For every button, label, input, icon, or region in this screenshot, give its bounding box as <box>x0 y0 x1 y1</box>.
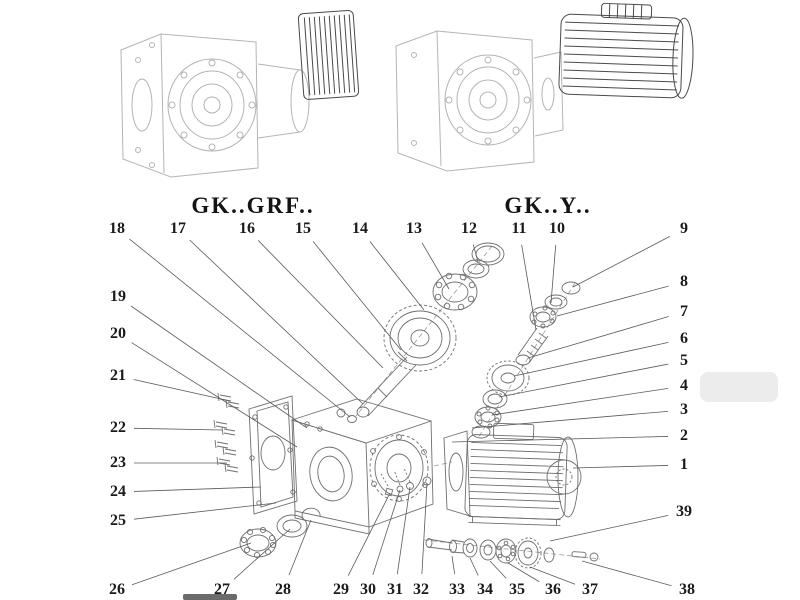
callout-27: 27 <box>214 581 230 598</box>
callout-37: 37 <box>582 581 598 598</box>
callout-22: 22 <box>110 419 126 436</box>
motor-isometric-right <box>558 2 694 99</box>
model-label-right: GK..Y.. <box>504 193 592 218</box>
output-bearing-parts <box>239 507 321 559</box>
callout-9: 9 <box>680 220 688 237</box>
output-shaft-assembly <box>425 537 599 569</box>
input-gear-assembly <box>347 242 505 423</box>
callout-26: 26 <box>109 581 125 598</box>
callout-19: 19 <box>110 288 126 305</box>
watermark-fragment <box>183 594 237 600</box>
callout-31: 31 <box>387 581 403 598</box>
watermark-smudge <box>700 372 778 402</box>
output-flange-and-bolts <box>213 392 298 515</box>
callout-20: 20 <box>110 325 126 342</box>
callout-5: 5 <box>680 352 688 369</box>
gearbox-isometric-left <box>120 33 310 178</box>
callout-32: 32 <box>413 581 429 598</box>
gearbox-housing <box>290 398 434 535</box>
callout-2: 2 <box>680 427 688 444</box>
callout-23: 23 <box>110 454 126 471</box>
callout-11: 11 <box>511 220 527 237</box>
model-label-left: GK..GRF.. <box>191 193 315 218</box>
callout-25: 25 <box>110 512 126 529</box>
callout-12: 12 <box>461 220 477 237</box>
callout-36: 36 <box>545 581 561 598</box>
callout-24: 24 <box>110 483 126 500</box>
callout-38: 38 <box>679 581 695 598</box>
callout-16: 16 <box>239 220 255 237</box>
callout-4: 4 <box>680 377 688 394</box>
exploded-view-art <box>213 242 601 569</box>
callout-3: 3 <box>680 401 688 418</box>
callout-35: 35 <box>509 581 525 598</box>
input-fin-cover-left <box>297 9 360 100</box>
callout-29: 29 <box>333 581 349 598</box>
callout-14: 14 <box>352 220 368 237</box>
motor <box>443 422 582 527</box>
callout-18: 18 <box>109 220 125 237</box>
callout-7: 7 <box>680 303 688 320</box>
callout-10: 10 <box>549 220 565 237</box>
callout-21: 21 <box>110 367 126 384</box>
callout-33: 33 <box>449 581 465 598</box>
callout-13: 13 <box>406 220 422 237</box>
callout-8: 8 <box>680 273 688 290</box>
callout-39: 39 <box>676 503 692 520</box>
callout-28: 28 <box>275 581 291 598</box>
callout-34: 34 <box>477 581 493 598</box>
callout-30: 30 <box>360 581 376 598</box>
callout-17: 17 <box>170 220 186 237</box>
callout-1: 1 <box>680 456 688 473</box>
callout-6: 6 <box>680 330 688 347</box>
callout-15: 15 <box>295 220 311 237</box>
